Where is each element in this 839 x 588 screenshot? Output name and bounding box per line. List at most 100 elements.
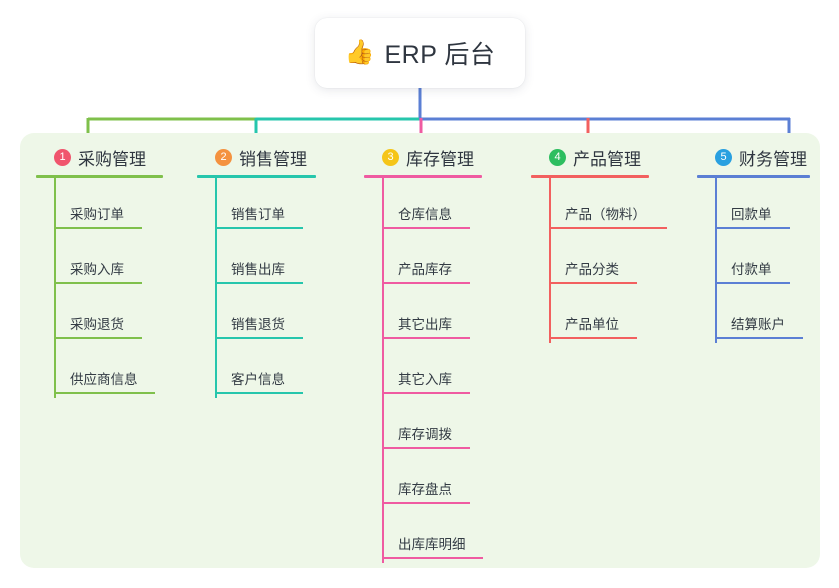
list-item-underline — [54, 227, 142, 229]
list-item-underline — [382, 392, 470, 394]
list-item-label: 回款单 — [731, 207, 772, 222]
list-item[interactable]: 产品单位 — [549, 288, 691, 343]
branch-items-1: 采购订单 采购入库 采购退货 供应商信息 — [36, 178, 186, 398]
branch-underline-4 — [531, 175, 649, 178]
list-item-underline — [382, 282, 470, 284]
list-item-underline — [54, 392, 155, 394]
list-item-label: 库存调拨 — [398, 427, 452, 442]
list-item-underline — [54, 337, 142, 339]
list-item-underline — [549, 282, 637, 284]
list-item[interactable]: 回款单 — [715, 178, 822, 233]
branch-title-3: 库存管理 — [406, 149, 474, 169]
branch-column-2: 2 销售管理 销售订单 销售出库 销售退货 客户信息 — [197, 145, 347, 398]
list-item-label: 采购订单 — [70, 207, 124, 222]
list-item-label: 产品库存 — [398, 262, 452, 277]
list-item[interactable]: 客户信息 — [215, 343, 347, 398]
branch-title-2: 销售管理 — [239, 149, 307, 169]
list-item-label: 仓库信息 — [398, 207, 452, 222]
list-item-underline — [549, 227, 667, 229]
list-item-label: 结算账户 — [731, 317, 785, 332]
list-item[interactable]: 供应商信息 — [54, 343, 186, 398]
list-item-label: 客户信息 — [231, 372, 285, 387]
root-title: ERP 后台 — [384, 41, 496, 69]
branch-title-1: 采购管理 — [78, 149, 146, 169]
branch-number-badge-3: 3 — [382, 148, 399, 166]
list-item[interactable]: 出库库明细 — [382, 508, 519, 563]
list-item[interactable]: 结算账户 — [715, 288, 822, 343]
list-item-underline — [215, 227, 303, 229]
list-item-underline — [715, 282, 790, 284]
list-item-label: 采购退货 — [70, 317, 124, 332]
branch-spine-1 — [54, 178, 56, 398]
root-node-content: 👍 ERP 后台 — [345, 35, 496, 71]
list-item[interactable]: 库存调拨 — [382, 398, 519, 453]
branch-spine-4 — [549, 178, 551, 343]
list-item[interactable]: 采购订单 — [54, 178, 186, 233]
list-item[interactable]: 产品（物料） — [549, 178, 691, 233]
diagram-background-panel — [20, 133, 820, 568]
branch-header-1[interactable]: 1 采购管理 — [36, 145, 186, 169]
list-item-label: 销售退货 — [231, 317, 285, 332]
list-item[interactable]: 采购入库 — [54, 233, 186, 288]
list-item-label: 供应商信息 — [70, 372, 138, 387]
branch-number-badge-5: 5 — [715, 148, 732, 166]
branch-number-badge-2: 2 — [215, 148, 232, 166]
list-item[interactable]: 采购退货 — [54, 288, 186, 343]
branch-underline-2 — [197, 175, 316, 178]
list-item[interactable]: 销售订单 — [215, 178, 347, 233]
list-item-label: 其它入库 — [398, 372, 452, 387]
branch-header-3[interactable]: 3 库存管理 — [364, 145, 519, 169]
list-item-label: 产品分类 — [565, 262, 619, 277]
list-item[interactable]: 产品分类 — [549, 233, 691, 288]
branch-items-2: 销售订单 销售出库 销售退货 客户信息 — [197, 178, 347, 398]
branch-column-1: 1 采购管理 采购订单 采购入库 采购退货 供应商信息 — [36, 145, 186, 398]
list-item-label: 销售订单 — [231, 207, 285, 222]
list-item-underline — [54, 282, 142, 284]
list-item-label: 产品单位 — [565, 317, 619, 332]
list-item[interactable]: 库存盘点 — [382, 453, 519, 508]
list-item-underline — [215, 392, 303, 394]
list-item-label: 付款单 — [731, 262, 772, 277]
branch-header-2[interactable]: 2 销售管理 — [197, 145, 347, 169]
branch-column-5: 5 财务管理 回款单 付款单 结算账户 — [697, 145, 822, 343]
list-item-label: 其它出库 — [398, 317, 452, 332]
branch-number-badge-1: 1 — [54, 148, 71, 166]
thumbs-up-icon: 👍 — [344, 39, 375, 66]
list-item[interactable]: 付款单 — [715, 233, 822, 288]
list-item[interactable]: 产品库存 — [382, 233, 519, 288]
branch-header-4[interactable]: 4 产品管理 — [531, 145, 691, 169]
branch-items-4: 产品（物料） 产品分类 产品单位 — [531, 178, 691, 343]
branch-title-4: 产品管理 — [573, 149, 641, 169]
list-item-underline — [382, 502, 470, 504]
list-item[interactable]: 其它出库 — [382, 288, 519, 343]
list-item-underline — [382, 227, 470, 229]
branch-column-4: 4 产品管理 产品（物料） 产品分类 产品单位 — [531, 145, 691, 343]
branch-number-badge-4: 4 — [549, 148, 566, 166]
branch-items-5: 回款单 付款单 结算账户 — [697, 178, 822, 343]
branch-column-3: 3 库存管理 仓库信息 产品库存 其它出库 其它入库 库存调拨 — [364, 145, 519, 563]
branch-underline-1 — [36, 175, 163, 178]
branch-underline-3 — [364, 175, 482, 178]
list-item-label: 出库库明细 — [398, 537, 466, 552]
branch-spine-5 — [715, 178, 717, 343]
branch-header-5[interactable]: 5 财务管理 — [697, 145, 822, 169]
list-item-underline — [215, 337, 303, 339]
list-item[interactable]: 其它入库 — [382, 343, 519, 398]
list-item-underline — [382, 447, 470, 449]
branch-spine-2 — [215, 178, 217, 398]
list-item[interactable]: 销售出库 — [215, 233, 347, 288]
branch-spine-3 — [382, 178, 384, 563]
list-item-label: 库存盘点 — [398, 482, 452, 497]
list-item-label: 采购入库 — [70, 262, 124, 277]
list-item-underline — [549, 337, 637, 339]
list-item-underline — [715, 337, 803, 339]
list-item-underline — [215, 282, 303, 284]
list-item-underline — [715, 227, 790, 229]
list-item-underline — [382, 337, 470, 339]
list-item[interactable]: 销售退货 — [215, 288, 347, 343]
root-node[interactable]: 👍 ERP 后台 — [315, 18, 525, 88]
list-item-label: 产品（物料） — [565, 207, 646, 222]
list-item[interactable]: 仓库信息 — [382, 178, 519, 233]
list-item-label: 销售出库 — [231, 262, 285, 277]
